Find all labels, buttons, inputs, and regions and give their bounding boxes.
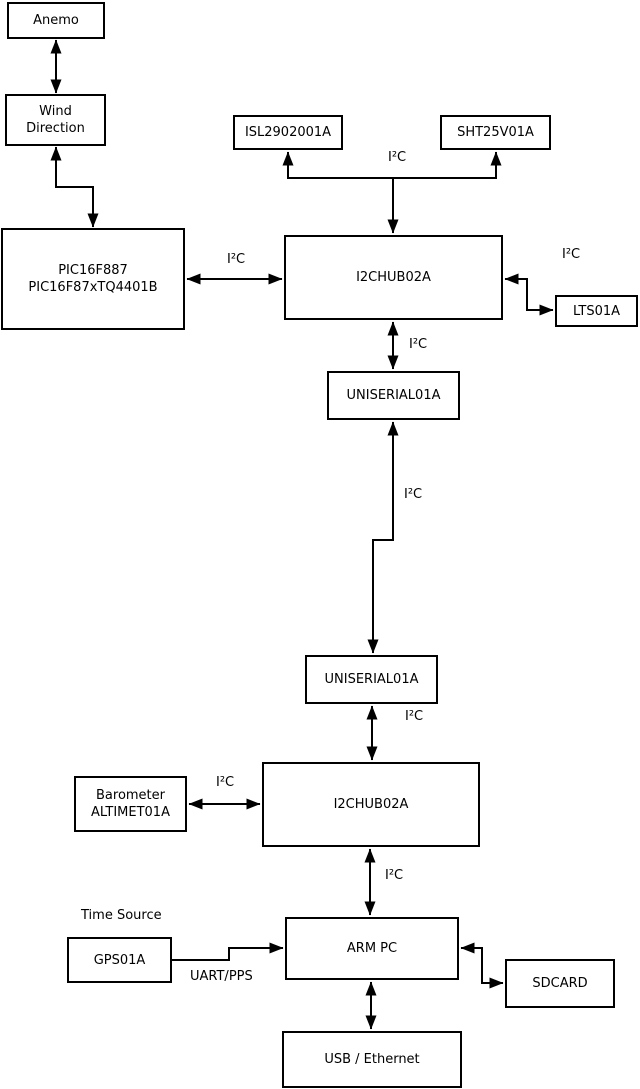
node-usb-ethernet: USB / Ethernet — [282, 1031, 462, 1088]
node-label-line1: PIC16F887 — [58, 263, 128, 278]
node-label: ARM PC — [346, 941, 398, 956]
node-pic-microcontroller: PIC16F887 PIC16F87xTQ4401B — [1, 228, 185, 330]
node-barometer-altimet01a: Barometer ALTIMET01A — [74, 776, 187, 832]
node-label-line2: Direction — [26, 121, 85, 136]
node-label: UNISERIAL01A — [324, 672, 419, 687]
node-label-line2: ALTIMET01A — [91, 805, 170, 820]
node-label: GPS01A — [93, 952, 146, 968]
edge-label-i2c-lts: I²C — [562, 247, 581, 262]
edge-gps-armpc — [172, 942, 284, 961]
edge-label-i2c-barometer: I²C — [216, 775, 235, 790]
edge-label-i2c-uniserial2-hub2: I²C — [405, 709, 424, 724]
node-sht25v01a: SHT25V01A — [440, 115, 551, 150]
node-label: SHT25V01A — [457, 125, 534, 140]
edge-uniserial1-uniserial2 — [367, 421, 399, 654]
node-label: ISL2902001A — [244, 125, 332, 140]
edge-hub1-lts — [504, 273, 554, 316]
node-lts01a: LTS01A — [555, 295, 638, 327]
edge-label-uart-pps: UART/PPS — [190, 969, 253, 984]
node-sdcard: SDCARD — [505, 959, 615, 1008]
node-i2chub02a-lower: I2CHUB02A — [262, 762, 480, 847]
edge-label-i2c-hub1-uniserial1: I²C — [409, 337, 428, 352]
node-label-line2: PIC16F87xTQ4401B — [28, 280, 158, 295]
node-uniserial01a-upper: UNISERIAL01A — [327, 371, 460, 420]
edge-wind-pic — [50, 146, 99, 228]
edge-label-i2c-hub2-armpc: I²C — [385, 868, 404, 883]
node-wind-direction: Wind Direction — [5, 94, 106, 146]
node-isl2902001a: ISL2902001A — [233, 115, 343, 150]
node-label: Anemo — [33, 13, 79, 28]
node-label: USB / Ethernet — [324, 1052, 420, 1067]
node-label: I2CHUB02A — [356, 270, 431, 285]
node-label: UNISERIAL01A — [346, 388, 441, 403]
edge-label-i2c-pic-hub1: I²C — [227, 252, 246, 267]
node-label: SDCARD — [532, 976, 588, 991]
node-label-line1: Wind — [39, 104, 72, 119]
edge-label-i2c-uniserial-link: I²C — [404, 487, 423, 502]
node-gps01a: GPS01A — [67, 937, 172, 983]
node-label-line1: Barometer — [96, 788, 165, 803]
node-label: I2CHUB02A — [333, 797, 409, 812]
edge-label-time-source: Time Source — [81, 908, 162, 923]
node-arm-pc: ARM PC — [285, 917, 459, 980]
node-i2chub02a-upper: I2CHUB02A — [284, 235, 503, 320]
node-label: LTS01A — [572, 303, 621, 319]
edge-armpc-sdcard — [460, 942, 504, 989]
edge-label-i2c-sensor-bus: I²C — [388, 150, 407, 165]
node-anemometer: Anemo — [7, 2, 105, 39]
node-uniserial01a-lower: UNISERIAL01A — [305, 655, 438, 704]
